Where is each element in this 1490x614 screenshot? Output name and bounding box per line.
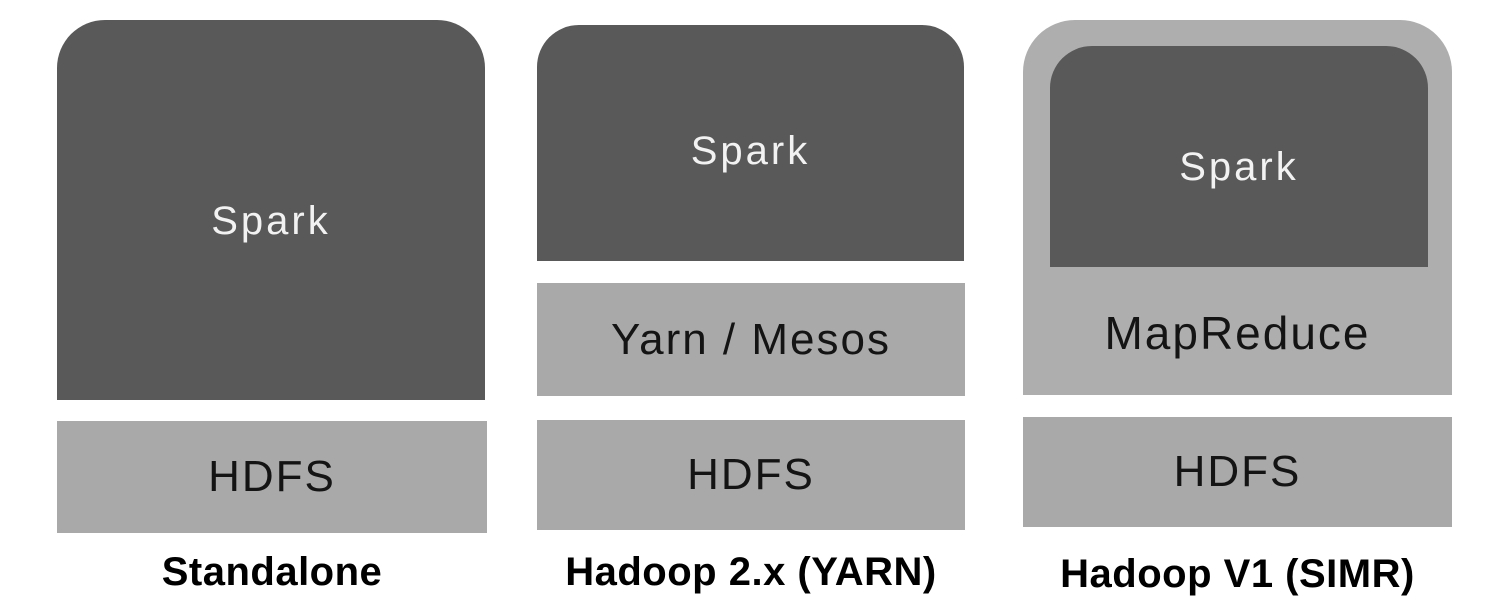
simr-mapreduce-label: MapReduce bbox=[1104, 307, 1371, 359]
standalone-hdfs-box: HDFS bbox=[57, 421, 487, 533]
simr-mapreduce-container: Spark MapReduce bbox=[1023, 20, 1452, 395]
simr-hdfs-box: HDFS bbox=[1023, 417, 1452, 527]
simr-column-label: Hadoop V1 (SIMR) bbox=[1060, 552, 1415, 596]
yarn-spark-box: Spark bbox=[537, 25, 964, 261]
yarn-hdfs-box: HDFS bbox=[537, 420, 965, 530]
standalone-column-label: Standalone bbox=[161, 550, 383, 594]
simr-spark-box: Spark bbox=[1050, 46, 1428, 267]
yarn-column-label: Hadoop 2.x (YARN) bbox=[565, 550, 937, 594]
yarn-mesos-box: Yarn / Mesos bbox=[537, 283, 965, 396]
standalone-spark-box: Spark bbox=[57, 20, 485, 400]
